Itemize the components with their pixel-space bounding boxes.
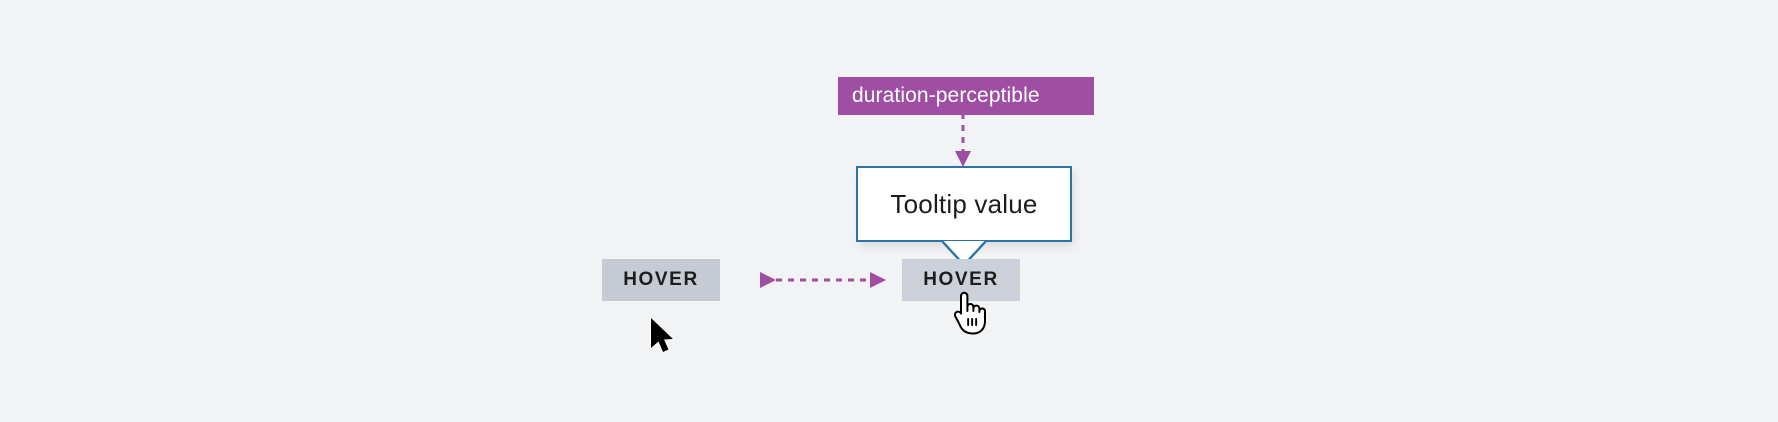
- hover-button-hovered-label: HOVER: [923, 269, 999, 290]
- tooltip-box: [856, 166, 1072, 242]
- hover-button-default-label: HOVER: [623, 269, 699, 290]
- hover-button-hovered[interactable]: HOVER: [902, 259, 1020, 301]
- arrow-cursor-icon: [648, 316, 682, 362]
- hover-button-default[interactable]: HOVER: [602, 259, 720, 301]
- tooltip-value-text: Tooltip value: [890, 188, 1038, 219]
- pointing-hand-cursor-icon: [948, 290, 988, 338]
- dashed-down-arrow-icon: [938, 113, 988, 171]
- annotation-label-duration-perceptible: duration-perceptible: [838, 77, 1094, 115]
- dashed-double-arrow-right-icon: [758, 266, 888, 294]
- tooltip-bubble: Tooltip value: [856, 166, 1074, 267]
